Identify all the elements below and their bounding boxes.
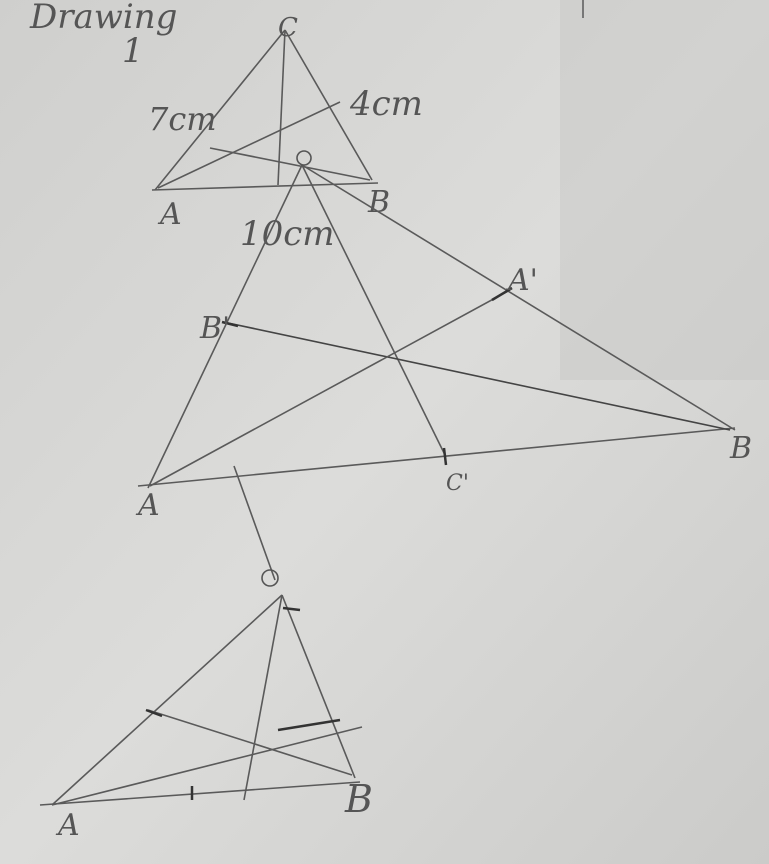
fig2-vertex-a1-label: A' <box>505 263 538 298</box>
fig2-tick-c1 <box>442 447 448 466</box>
fig3-side-ob <box>281 594 356 779</box>
fig1-side-left-label: 7cm <box>148 100 217 138</box>
fig1-side-cb <box>284 29 373 181</box>
fig2-vertex-b1-label: B' <box>199 311 230 346</box>
fig2-line-aa1 <box>149 289 511 487</box>
fig1-vertex-a-label: A <box>157 197 182 232</box>
fig3-tick-right <box>277 718 341 732</box>
fig3-vertex-b-label: B <box>344 777 373 821</box>
figure-3-construction <box>39 465 363 806</box>
corner-number: 1 <box>122 31 144 71</box>
fig1-median-a <box>157 101 341 189</box>
fig3-tick-marks <box>145 606 341 800</box>
fig2-ray-oa <box>147 164 303 489</box>
fig3-vertex-a-label: A <box>55 808 80 843</box>
fig1-side-ab <box>151 182 379 191</box>
fig1-side-bottom-label: 10cm <box>240 214 335 254</box>
fig1-vertex-c-label: C <box>278 13 298 43</box>
fig3-median-o <box>243 594 283 801</box>
fig3-side-ab <box>39 781 361 806</box>
fig1-vertex-b-label: B <box>367 185 390 220</box>
fig2-vertex-b-label: B <box>729 431 752 466</box>
fig2-center-o <box>296 150 312 166</box>
fig3-tick-left <box>145 708 163 718</box>
fig2-ray-ob <box>301 164 736 431</box>
paper-shadow <box>560 0 769 380</box>
fig3-side-oa <box>51 594 283 806</box>
fig1-side-ca <box>154 29 286 191</box>
top-heading: Drawing <box>29 0 177 37</box>
fig2-vertex-c1-label: C' <box>446 471 469 496</box>
fig3-median-a <box>51 726 363 806</box>
fig2-ray-oc1 <box>301 164 446 456</box>
fig2-tick-a1 <box>491 286 513 302</box>
figure-1-triangle <box>151 29 379 191</box>
fig3-median-b <box>147 709 353 776</box>
fig3-extension-line <box>233 465 276 581</box>
fig1-median-b <box>209 147 371 181</box>
fig3-center-o <box>261 569 279 587</box>
fig2-tick-b1 <box>221 320 239 328</box>
fig2-vertex-a-label: A <box>135 488 160 523</box>
fig1-median-c <box>277 29 286 186</box>
fig3-tick-top <box>282 606 301 612</box>
fig2-tick-marks <box>221 286 513 466</box>
fig2-line-b1b <box>227 322 731 431</box>
fig1-side-right-label: 4cm <box>349 84 423 124</box>
